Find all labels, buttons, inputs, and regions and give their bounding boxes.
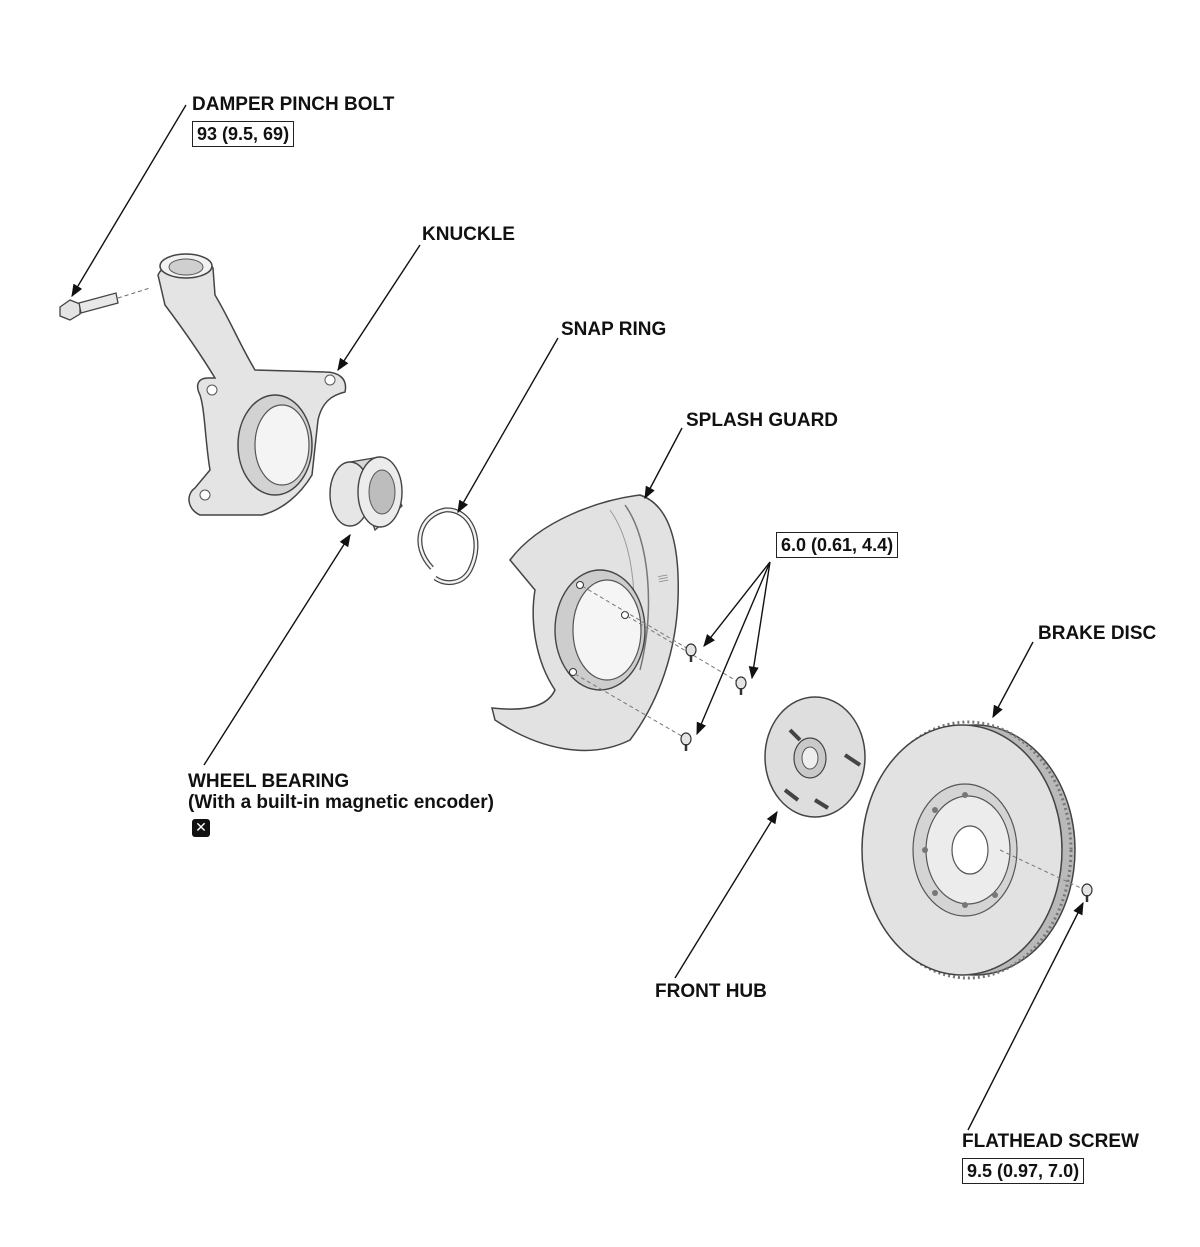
- wheel-bearing-label: WHEEL BEARING: [188, 771, 350, 792]
- brake-disc: [861, 720, 1086, 980]
- flathead-screw-label: FLATHEAD SCREW: [962, 1131, 1139, 1152]
- splash-guard-label: SPLASH GUARD: [686, 410, 839, 431]
- splash-guard: |||: [491, 494, 679, 752]
- damper-pinch-bolt: [59, 287, 151, 321]
- replace-part-icon: ✕: [192, 819, 210, 837]
- knuckle-label: KNUCKLE: [422, 224, 515, 245]
- wheel-bearing-sublabel: (With a built-in magnetic encoder): [188, 792, 494, 813]
- damper-pinch-bolt-label: DAMPER PINCH BOLT: [192, 94, 395, 115]
- brake-disc-label: BRAKE DISC: [1038, 623, 1157, 644]
- damper-torque-spec: 93 (9.5, 69): [192, 121, 295, 147]
- wheel-bearing: [329, 456, 403, 532]
- snap-ring: [417, 507, 479, 585]
- flathead-screw: [1081, 883, 1093, 902]
- flathead-torque-spec: 9.5 (0.97, 7.0): [962, 1158, 1085, 1184]
- svg-text:|||: |||: [657, 574, 669, 584]
- splash-guard-screws: [574, 585, 747, 751]
- front-hub-label: FRONT HUB: [655, 981, 767, 1002]
- snap-ring-label: SNAP RING: [561, 319, 667, 340]
- knuckle: [157, 253, 347, 516]
- splash-guard-torque-spec: 6.0 (0.61, 4.4): [776, 532, 899, 558]
- leader-lines: [71, 104, 1084, 1131]
- front-hub: [764, 696, 866, 818]
